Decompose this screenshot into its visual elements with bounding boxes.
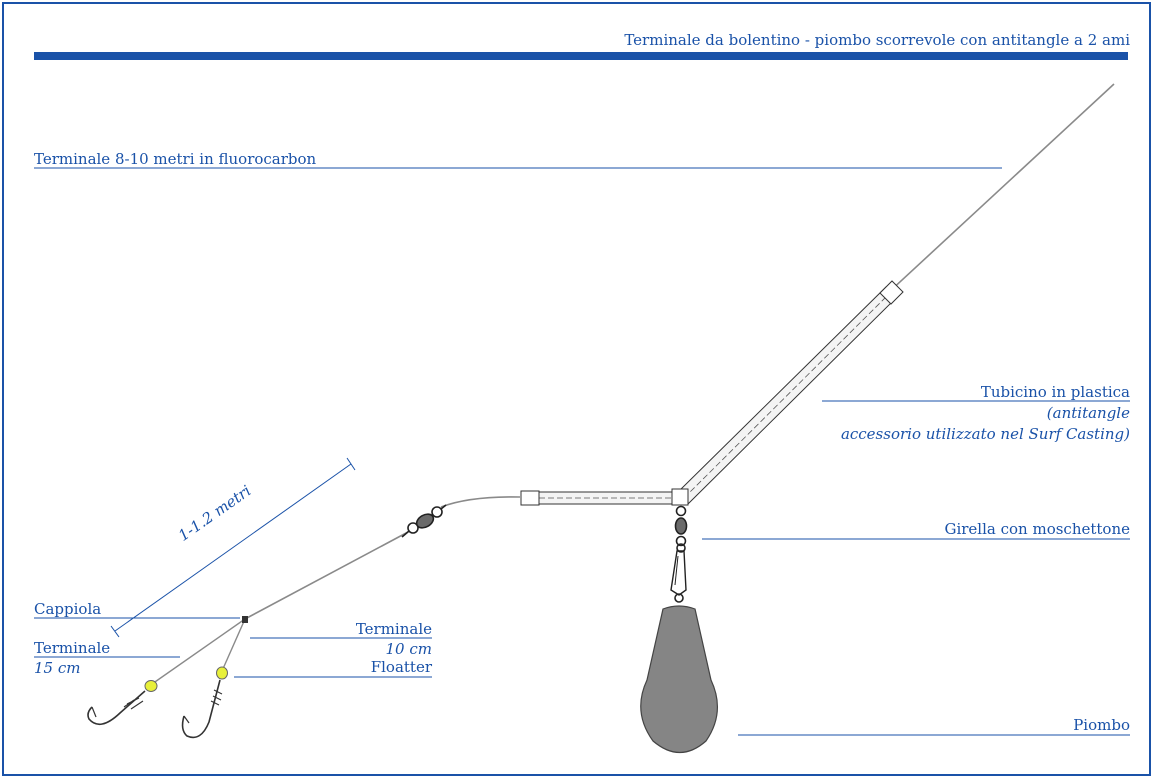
weight-label: Piombo [1073,716,1130,734]
title-bar [34,52,1128,60]
diagram-title: Terminale da bolentino - piombo scorrevo… [624,31,1130,49]
floatter-bead-1 [144,680,158,692]
loop-label: Cappiola [34,600,102,618]
swivel-label: Girella con moschettone [944,520,1130,538]
barrel-swivel [401,504,447,538]
tube-label-line2: (antitangle [1046,404,1130,422]
floatter-label: Floatter [370,658,432,676]
diagonal-tube [677,280,904,505]
leader15-label-line1: Terminale [34,639,111,657]
hook1-leader [151,618,246,685]
horizontal-tube [520,490,688,506]
leader-line-main [244,531,409,620]
leader15-label-line2: 15 cm [34,659,81,677]
leader-lines [34,167,1130,736]
main-line [887,83,1115,294]
loop-knot [242,616,248,623]
floatter-bead-2 [216,666,228,680]
swivel-with-snap [670,505,688,603]
tube-label-line3: accessorio utilizzato nel Surf Casting) [840,425,1130,443]
leader10-label-line1: Terminale [355,620,432,638]
sinker-weight [640,605,719,753]
hook-1 [87,690,146,726]
fluorocarbon-label: Terminale 8-10 metri in fluorocarbon [34,150,317,168]
hook-2 [181,679,223,739]
leader10-label-line2: 10 cm [385,640,432,658]
tube-joint [671,488,689,506]
tube-label-line1: Tubicino in plastica [980,383,1130,401]
length-dimension [110,457,356,638]
hook2-leader [221,618,246,672]
connection-line [440,496,521,508]
